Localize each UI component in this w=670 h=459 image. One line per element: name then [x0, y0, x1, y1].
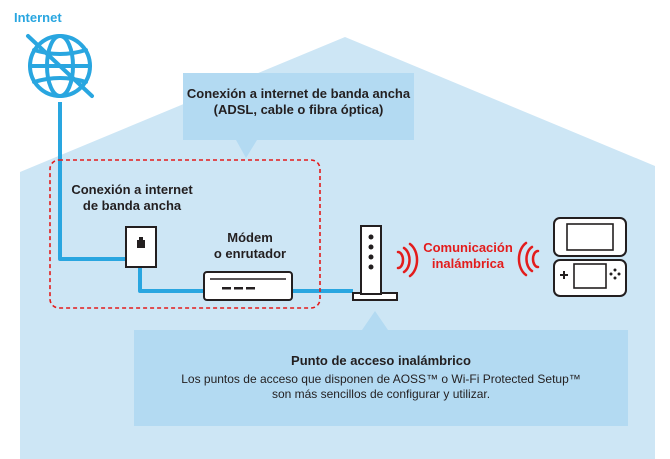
wall-jack-icon	[125, 226, 157, 268]
access-point-box	[134, 311, 628, 426]
internet-label: Internet	[14, 10, 62, 25]
broadband-callout-text: Conexión a internet de banda ancha (ADSL…	[183, 86, 414, 119]
access-point-desc-line1: Los puntos de acceso que disponen de AOS…	[181, 372, 581, 387]
wall-connection-line1: Conexión a internet	[71, 182, 193, 197]
console-wireless-waves-icon	[517, 241, 540, 277]
wireless-label-line1: Comunicación	[423, 240, 513, 255]
handheld-console-icon	[553, 217, 627, 297]
broadband-callout-line2: (ADSL, cable o fibra óptica)	[213, 102, 384, 118]
access-point-text: Punto de acceso inalámbrico Los puntos d…	[134, 353, 628, 402]
modem-icon	[203, 271, 293, 301]
modem-label-line2: o enrutador	[213, 246, 287, 262]
access-point-title: Punto de acceso inalámbrico	[291, 353, 471, 368]
access-point-icon	[352, 225, 398, 301]
access-point-desc-line2: son más sencillos de configurar y utiliz…	[271, 387, 491, 402]
wall-connection-label: Conexión a internet de banda ancha	[62, 182, 202, 215]
modem-label: Módem o enrutador	[205, 230, 295, 263]
modem-label-line1: Módem	[227, 230, 273, 245]
internet-cable	[58, 102, 126, 261]
wireless-waves-icon	[396, 242, 419, 278]
wireless-label-line2: inalámbrica	[431, 256, 505, 272]
wireless-communication-label: Comunicación inalámbrica	[418, 240, 518, 273]
broadband-connection-region	[49, 159, 321, 309]
broadband-callout-line1: Conexión a internet de banda ancha	[186, 86, 411, 101]
wall-connection-line2: de banda ancha	[82, 198, 182, 214]
internet-globe-icon	[26, 34, 94, 98]
broadband-callout-bubble	[183, 73, 414, 158]
